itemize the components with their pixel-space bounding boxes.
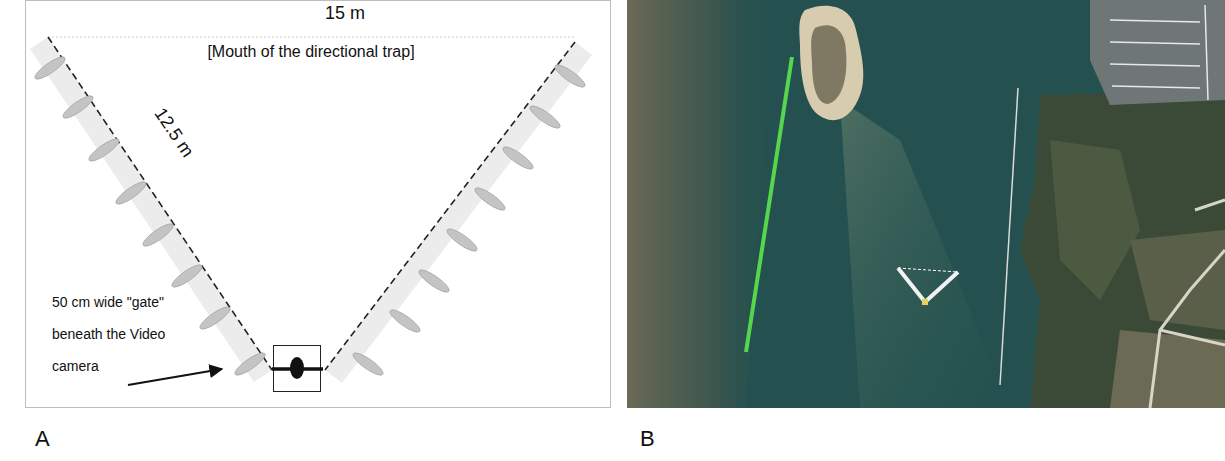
island-vegetation (811, 25, 846, 104)
green-transect (746, 57, 792, 352)
net-arm (48, 37, 272, 370)
panel-letter: A (35, 426, 50, 452)
pointer-arrow (128, 369, 222, 385)
satellite-panel (627, 0, 1225, 408)
island (799, 6, 863, 120)
net-band (325, 42, 592, 383)
shoal (840, 100, 1010, 408)
docks (1110, 5, 1208, 100)
video-camera (290, 357, 304, 379)
field (1130, 230, 1225, 330)
water (627, 0, 1225, 408)
white-transect (1000, 88, 1018, 385)
roads (1150, 200, 1225, 408)
marina (1090, 0, 1225, 105)
marsh (1020, 90, 1225, 408)
panel-frame (26, 1, 611, 408)
net-arm (325, 42, 575, 370)
trap-mouth (898, 268, 958, 272)
field (1110, 330, 1225, 408)
gate-note: 50 cm wide "gate" beneath the Video came… (52, 286, 194, 382)
mouth-line (48, 37, 575, 38)
panel-letter: B (640, 426, 655, 452)
mouth-label: [Mouth of the directional trap] (207, 42, 414, 61)
schematic-panel (26, 1, 611, 408)
sand-flat (627, 0, 775, 408)
marsh (1050, 140, 1140, 300)
trap-camera (922, 299, 928, 305)
dimension-label: 12.5 m (150, 104, 199, 162)
dimension-label: 15 m (325, 3, 365, 25)
net-band (30, 37, 272, 382)
trap-arms (898, 268, 958, 302)
